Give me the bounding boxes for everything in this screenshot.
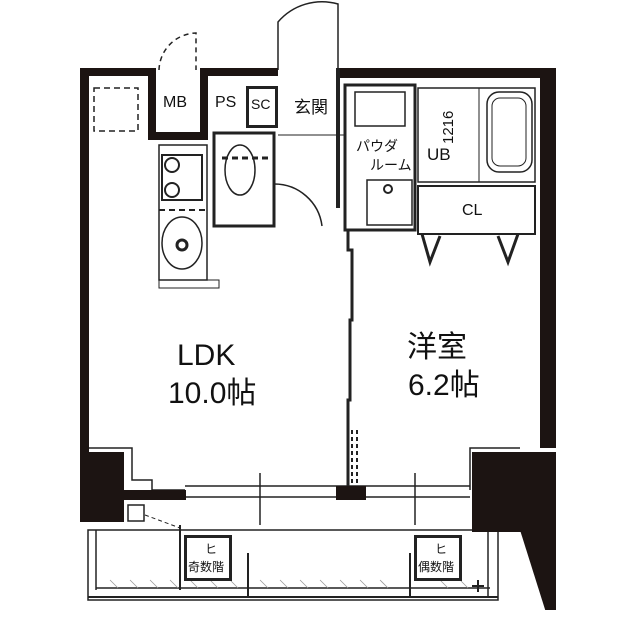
wall-top-mid bbox=[200, 68, 278, 76]
wall-bottom-right-block bbox=[472, 452, 556, 532]
western-room-name: 洋室 bbox=[407, 331, 467, 364]
wall-right bbox=[540, 68, 556, 448]
meter-box-label: MB bbox=[163, 94, 187, 111]
wall-mb bbox=[148, 68, 156, 140]
entrance-label: 玄関 bbox=[294, 98, 328, 117]
wall-top-right bbox=[338, 68, 556, 78]
hatch-even-line1: ヒ bbox=[435, 542, 448, 556]
wall-sc bbox=[246, 86, 278, 128]
hatch-even-line2: 偶数階 bbox=[418, 560, 455, 574]
evacuation-hatch-odd: ヒ 奇数階 bbox=[184, 535, 232, 581]
western-room-size: 6.2帖 bbox=[408, 369, 480, 402]
closet-label: CL bbox=[462, 202, 483, 219]
wall-bottom-left-block bbox=[80, 452, 124, 522]
pipe-space-label: PS bbox=[215, 94, 237, 111]
unit-bath-label: UB bbox=[427, 145, 451, 164]
powder-room-label-1: パウダ bbox=[356, 138, 398, 154]
hatch-odd-line1: ヒ bbox=[205, 542, 218, 556]
wall-mid-pillar bbox=[336, 486, 366, 500]
hatch-odd-line2: 奇数階 bbox=[188, 560, 225, 574]
wall-mb-bottom bbox=[148, 132, 208, 140]
wall-bottom-left-sill bbox=[120, 490, 186, 500]
wall-entrance-right bbox=[336, 68, 340, 208]
evacuation-hatch-even: ヒ 偶数階 bbox=[414, 535, 462, 581]
ldk-name: LDK bbox=[177, 339, 236, 372]
powder-room-label-2: ルーム bbox=[370, 157, 412, 173]
wall-mb-right bbox=[200, 68, 208, 140]
ldk-size: 10.0帖 bbox=[168, 377, 257, 410]
wall-top-left bbox=[80, 68, 156, 76]
wall-left bbox=[80, 68, 89, 518]
shoe-closet-label: SC bbox=[251, 96, 271, 112]
unit-bath-size: 1216 bbox=[440, 110, 457, 144]
